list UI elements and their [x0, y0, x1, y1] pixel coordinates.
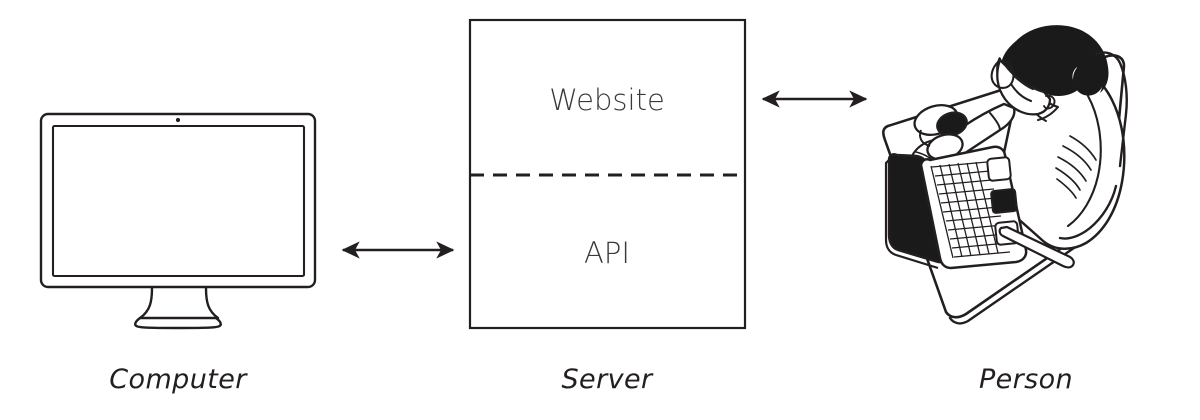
monitor-screen	[51, 124, 306, 278]
caption-server: Server	[561, 364, 653, 395]
person-cuff	[989, 112, 1001, 131]
server-section-label-api: API	[584, 236, 630, 270]
monitor-stand-neck	[138, 286, 154, 320]
headphones-icon	[913, 103, 968, 161]
laptop-hinge	[884, 159, 939, 270]
desk-front-edge	[948, 228, 1102, 325]
person-glasses-icon	[990, 59, 1035, 103]
person-sleeve-seam	[1066, 94, 1102, 228]
caption-person: Person	[978, 364, 1074, 395]
monitor-stand-neck-right	[204, 286, 220, 320]
monitor-webcam-icon	[175, 117, 181, 123]
pen-icon	[998, 225, 1075, 269]
desktop-monitor-icon	[39, 112, 317, 330]
monitor-stand-base	[134, 316, 222, 330]
monitor-bezel	[39, 112, 317, 289]
server-box-outline	[468, 18, 747, 330]
chair-back	[1058, 51, 1128, 240]
laptop-keyboard	[930, 161, 1011, 259]
person-at-laptop-icon	[882, 25, 1128, 325]
server-section-label-website: Website	[549, 83, 665, 117]
server-box	[468, 18, 747, 330]
person-ear	[1043, 94, 1056, 110]
person-sleeve-folds	[1055, 135, 1097, 199]
caption-computer: Computer	[109, 364, 247, 395]
